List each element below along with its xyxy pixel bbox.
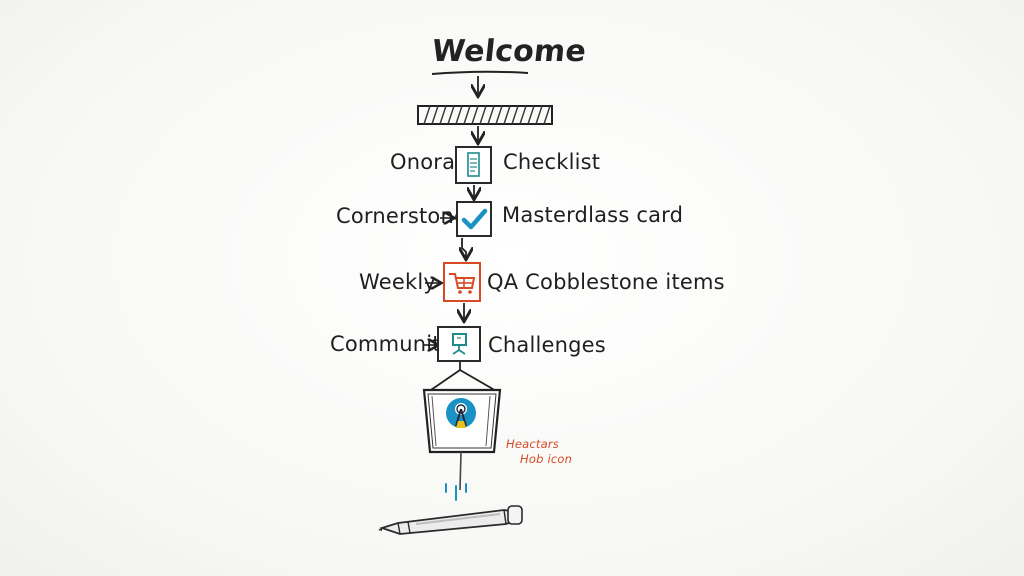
note-line1: Heactars [506, 437, 559, 451]
row3-right-label: QA Cobblestone items [487, 270, 725, 294]
cart-icon [449, 273, 476, 294]
ink-drips [445, 483, 467, 501]
row4-left-label: Community [330, 332, 454, 356]
note-line2: Hob icon [520, 452, 573, 466]
hub-stem [459, 451, 462, 491]
row2-right-label: Masterdlass card [502, 203, 684, 227]
row1-node [455, 146, 492, 184]
title-underline [431, 70, 529, 75]
row3-node [443, 262, 481, 302]
row3-left-label: Weekly [359, 270, 436, 294]
row2-left-label: Cornerstone [336, 204, 468, 228]
arrow-row2-to-row3 [462, 238, 466, 258]
checkmark-icon [461, 208, 488, 230]
clipboard-icon [467, 152, 480, 177]
row2-node [456, 201, 492, 237]
row1-right-label: Checklist [503, 150, 601, 174]
marker-pen-icon [378, 505, 523, 535]
diagram-title: Welcome [430, 34, 588, 69]
monitor-icon [452, 333, 467, 355]
person-avatar-icon [446, 398, 476, 428]
hatched-bar [417, 105, 553, 125]
row4-right-label: Challenges [488, 333, 606, 357]
row4-node [437, 326, 481, 362]
hub-hanger [427, 362, 499, 393]
